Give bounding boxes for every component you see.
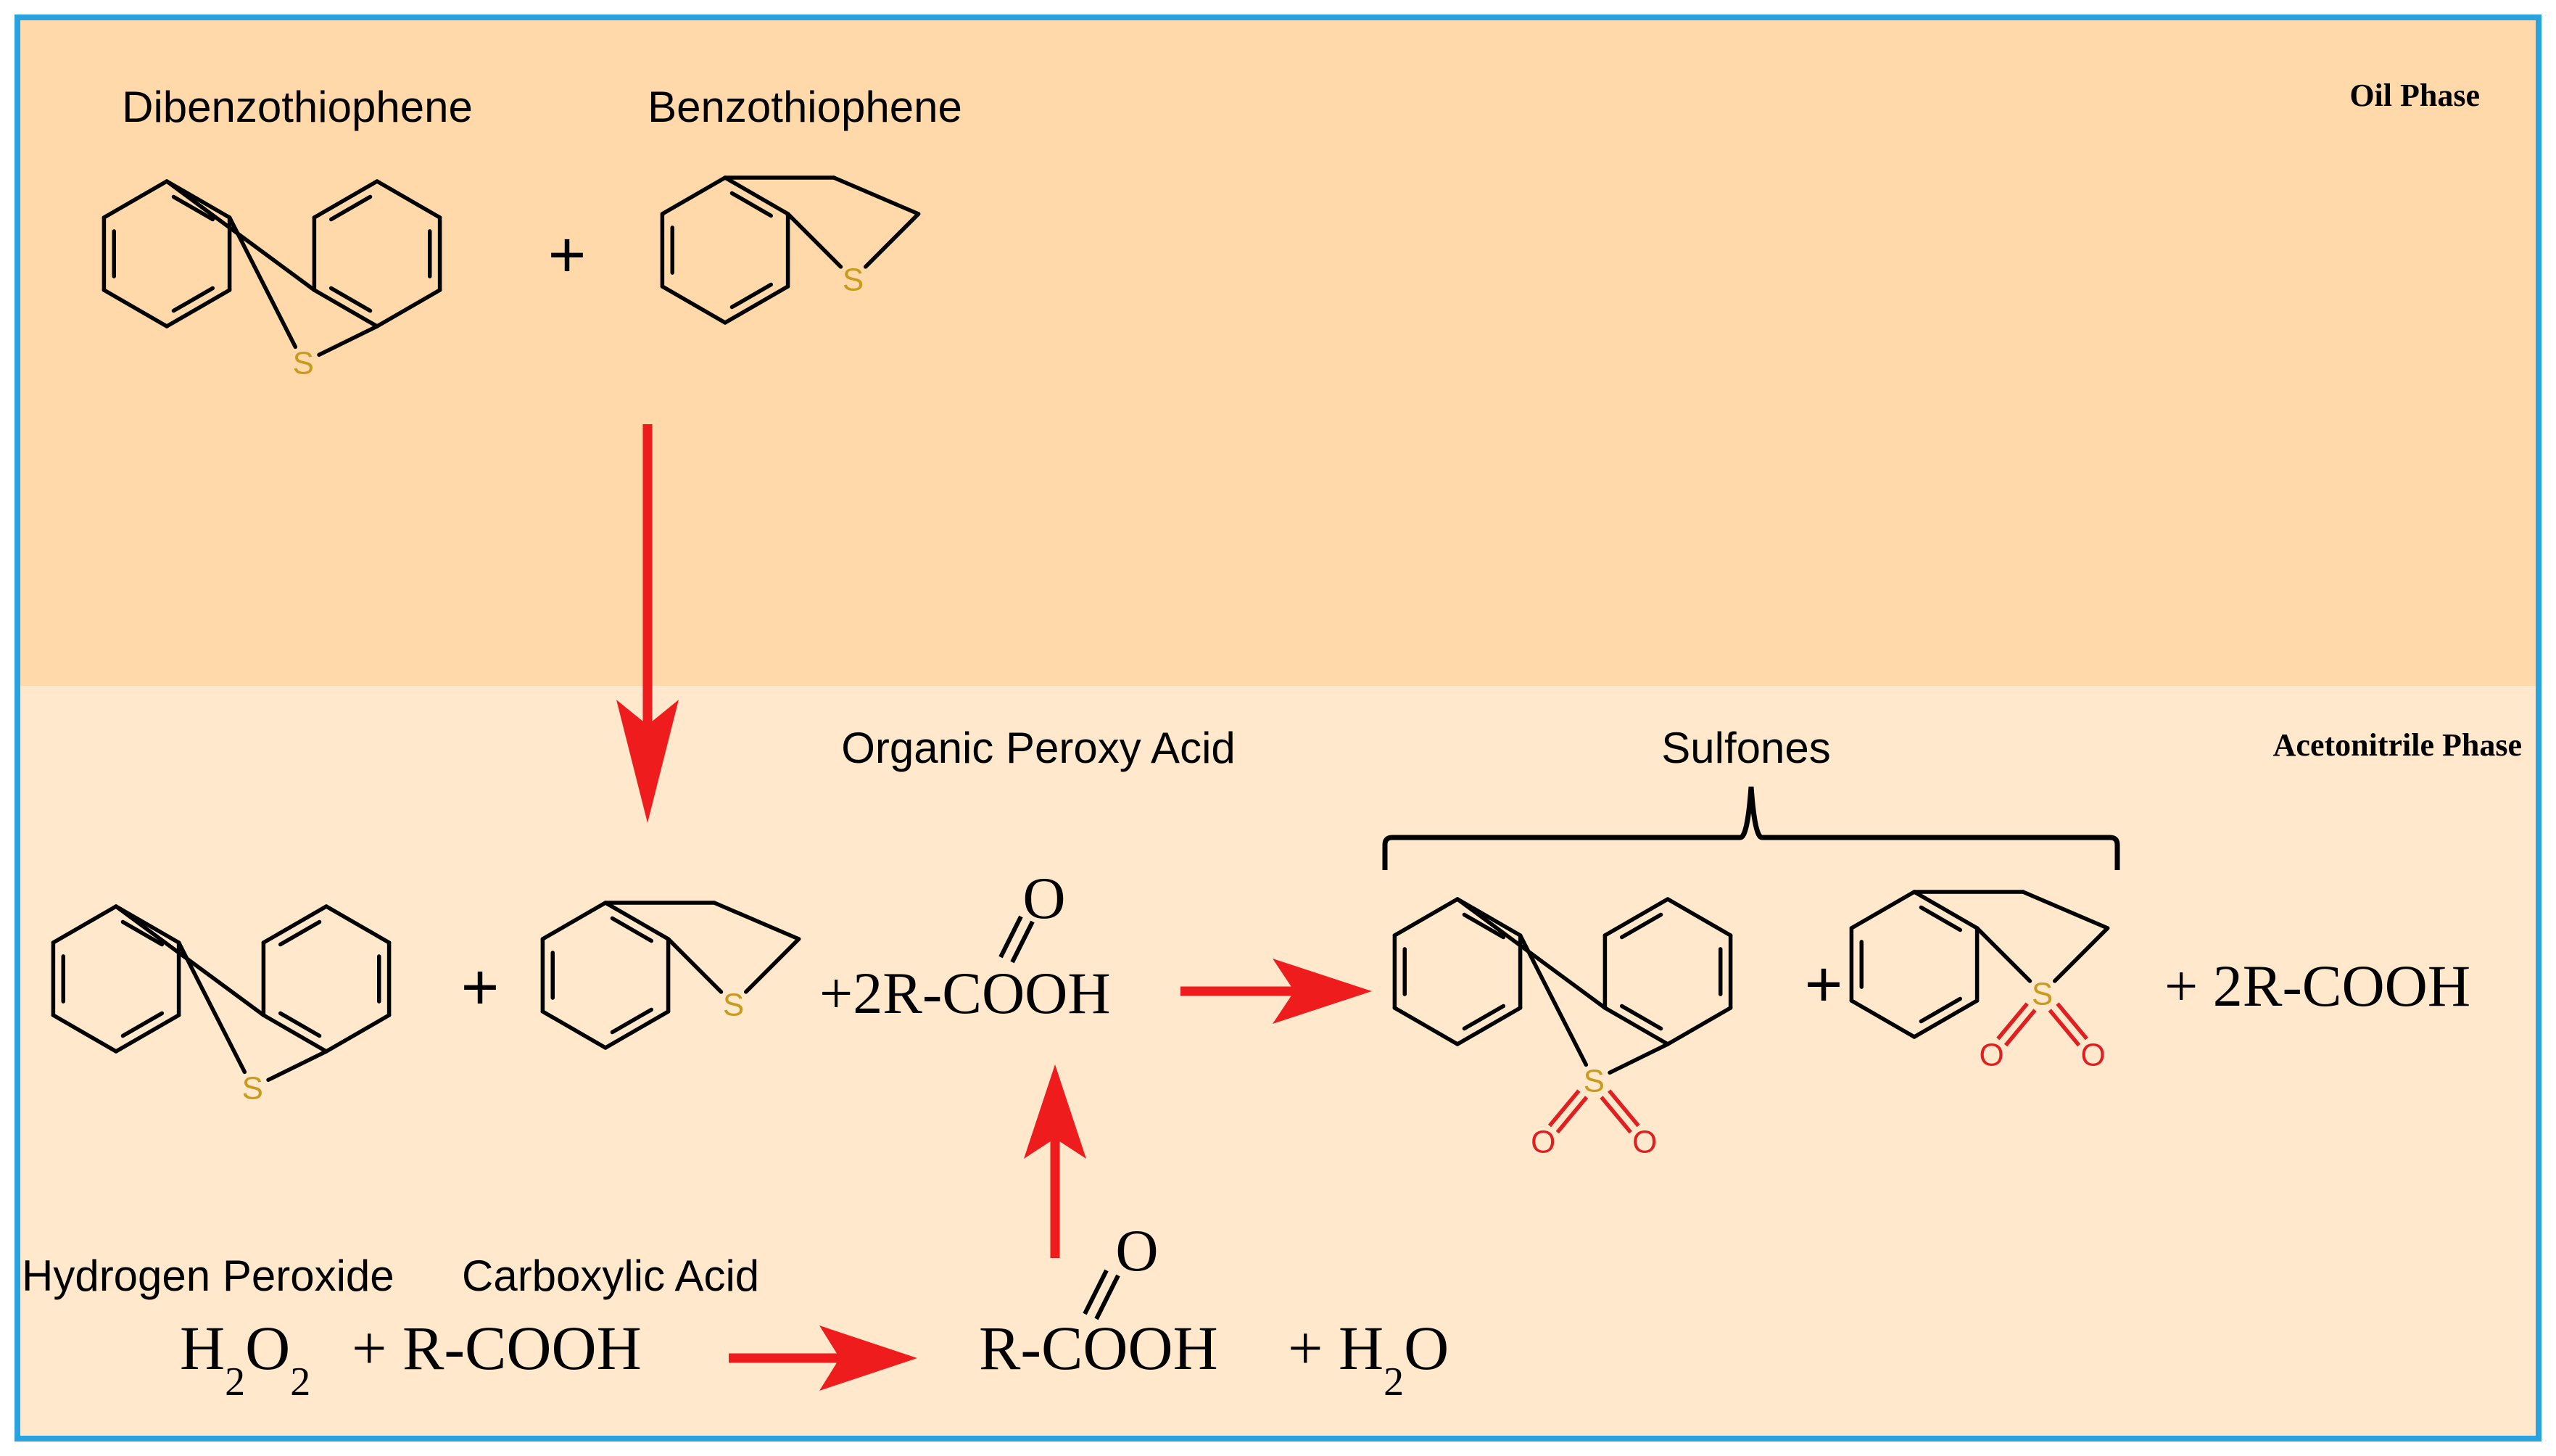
diagram-frame	[15, 15, 2541, 1441]
formation-arrow	[729, 1325, 917, 1391]
carboxylic-acid-label: Carboxylic Acid	[462, 1252, 759, 1300]
water-formula: + H2O	[1288, 1313, 1449, 1405]
carbonyl-oxygen: O	[1115, 1217, 1158, 1283]
sulfur-atom: S	[1584, 1063, 1605, 1099]
peroxy-acid-carbonyl: O	[998, 865, 1066, 964]
oil-phase-label: Oil Phase	[2349, 78, 2480, 113]
peroxy-acid-reagent: +2R-COOH	[819, 960, 1111, 1026]
sulfur-atom: S	[293, 345, 314, 381]
sulfones-brace	[1382, 786, 2120, 870]
carbonyl-oxygen: O	[1022, 865, 1065, 931]
plus-sign: +	[548, 219, 587, 291]
plus-sign: +	[461, 951, 500, 1024]
carboxylic-acid-byproduct: + 2R-COOH	[2164, 953, 2470, 1019]
dibenzothiophene-sulfone-structure: SO O	[1392, 897, 1733, 1159]
oil-phase-region	[17, 17, 2539, 686]
sulfur-atom: S	[242, 1070, 263, 1106]
dibenzothiophene-structure-oil: S	[102, 179, 442, 381]
dibenzothiophene-structure: S	[51, 904, 392, 1106]
oxygen-atom: O	[2080, 1037, 2105, 1072]
reaction-arrow	[1180, 959, 1372, 1024]
organic-peroxy-acid-label: Organic Peroxy Acid	[841, 724, 1236, 772]
sulfur-atom: S	[2032, 976, 2053, 1012]
hydrogen-peroxide-formula: H2O2	[180, 1313, 310, 1405]
carboxylic-acid-reagent: + R-COOH	[352, 1313, 642, 1383]
plus-sign: +	[1805, 948, 1843, 1021]
acetonitrile-phase-label: Acetonitrile Phase	[2273, 727, 2522, 763]
oxygen-atom: O	[1979, 1037, 2003, 1072]
hydrogen-peroxide-label: Hydrogen Peroxide	[22, 1252, 394, 1300]
sulfones-label: Sulfones	[1661, 724, 1831, 772]
transfer-arrow	[616, 424, 679, 823]
benzothiophene-sulfone-structure: SO O	[1849, 890, 2110, 1072]
benzothiophene-structure: S	[540, 901, 801, 1050]
peracid-carbonyl: O	[1083, 1217, 1159, 1320]
sulfur-atom: S	[843, 262, 864, 297]
oxygen-atom: O	[1531, 1124, 1555, 1159]
dibenzothiophene-label: Dibenzothiophene	[122, 83, 473, 131]
sulfur-atom: S	[723, 987, 744, 1022]
regeneration-arrow	[1024, 1064, 1086, 1258]
benzothiophene-structure-oil: S	[660, 175, 921, 325]
acetonitrile-phase-region	[17, 686, 2539, 1439]
oxygen-atom: O	[1632, 1124, 1657, 1159]
peroxy-acid-product: R-COOH	[979, 1313, 1218, 1383]
benzothiophene-label: Benzothiophene	[648, 83, 962, 131]
